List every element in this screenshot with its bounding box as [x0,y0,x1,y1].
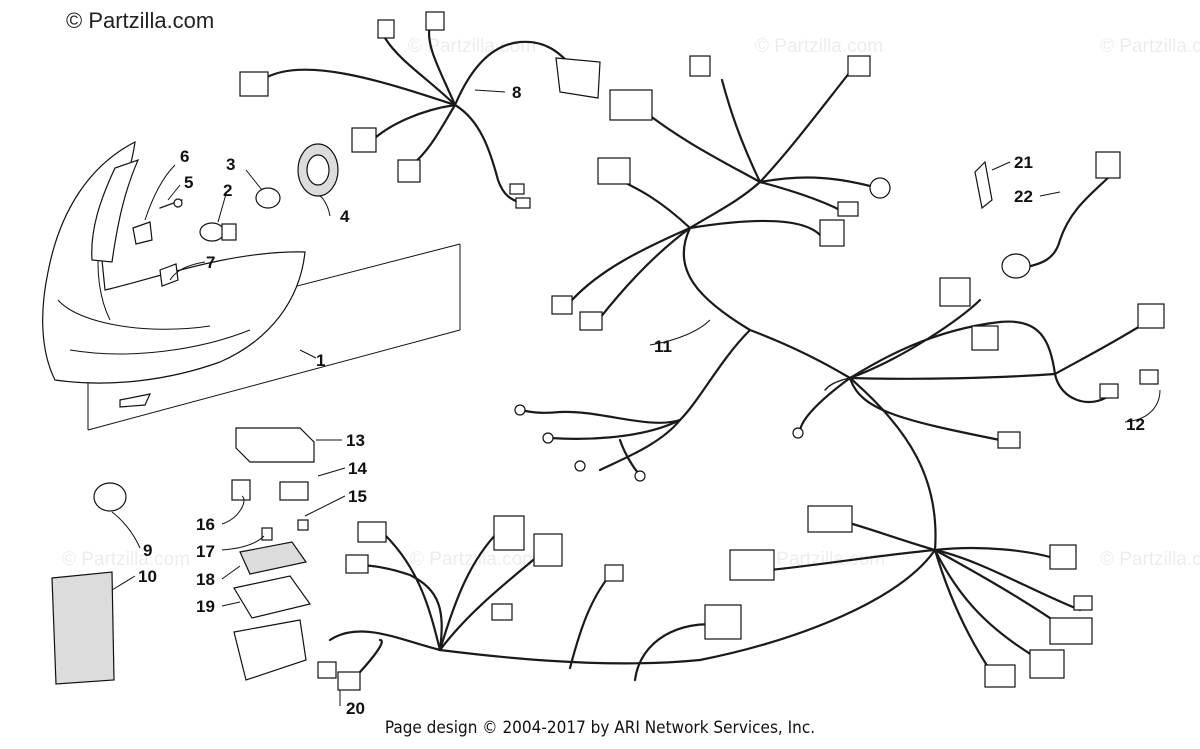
connector [609,89,653,121]
svg-text:© Partzilla.com: © Partzilla.com [62,549,190,570]
callout-21: 21 [1014,153,1033,172]
callout-4: 4 [340,207,350,226]
svg-text:© Partzilla.com: © Partzilla.com [408,36,536,57]
wire-clamp-9 [93,482,127,512]
clip-6 [132,221,153,245]
svg-text:© Partzilla.com: © Partzilla.com [1100,36,1200,57]
sub-harness-8 [239,11,601,209]
clip-21 [974,160,993,210]
faint-watermarks: © Partzilla.com © Partzilla.com © Partzi… [62,36,1200,570]
svg-text:© Partzilla.com: © Partzilla.com [410,549,538,570]
page-footer: Page design © 2004-2017 by ARI Network S… [384,718,816,738]
retaining-ring [255,187,281,209]
callout-11: 11 [654,337,672,356]
callout-2: 2 [223,181,232,200]
leader-lines [111,89,1161,706]
sleeve-10 [51,571,115,685]
callout-10: 10 [138,567,157,586]
callout-13: 13 [346,431,365,450]
headlight-assembly [42,140,461,431]
connector [239,71,269,97]
svg-text:© Partzilla.com: © Partzilla.com [1100,549,1200,570]
callout-1: 1 [316,351,325,370]
callout-numbers: 1 2 3 4 5 6 7 8 9 10 11 12 13 14 15 16 1… [138,83,1145,718]
callout-6: 6 [180,147,189,166]
fuse-box-parts [51,151,1121,685]
svg-text:© Partzilla.com: © Partzilla.com [757,549,885,570]
svg-text:© Partzilla.com: © Partzilla.com [755,36,883,57]
callout-18: 18 [196,570,215,589]
callout-14: 14 [348,459,367,478]
partzilla-watermark: © Partzilla.com [66,8,215,33]
callout-15: 15 [348,487,367,506]
callout-19: 19 [196,597,215,616]
callout-3: 3 [226,155,235,174]
callout-8: 8 [512,83,521,102]
relay-box-cover [235,427,315,463]
callout-17: 17 [196,542,215,561]
callout-5: 5 [184,173,193,192]
callout-9: 9 [143,541,152,560]
callout-16: 16 [196,515,215,534]
main-harness-11 [317,55,1165,691]
bulb [199,222,225,242]
callout-20: 20 [346,699,365,718]
callout-12: 12 [1126,415,1145,434]
callout-22: 22 [1014,187,1033,206]
callout-7: 7 [206,253,215,272]
